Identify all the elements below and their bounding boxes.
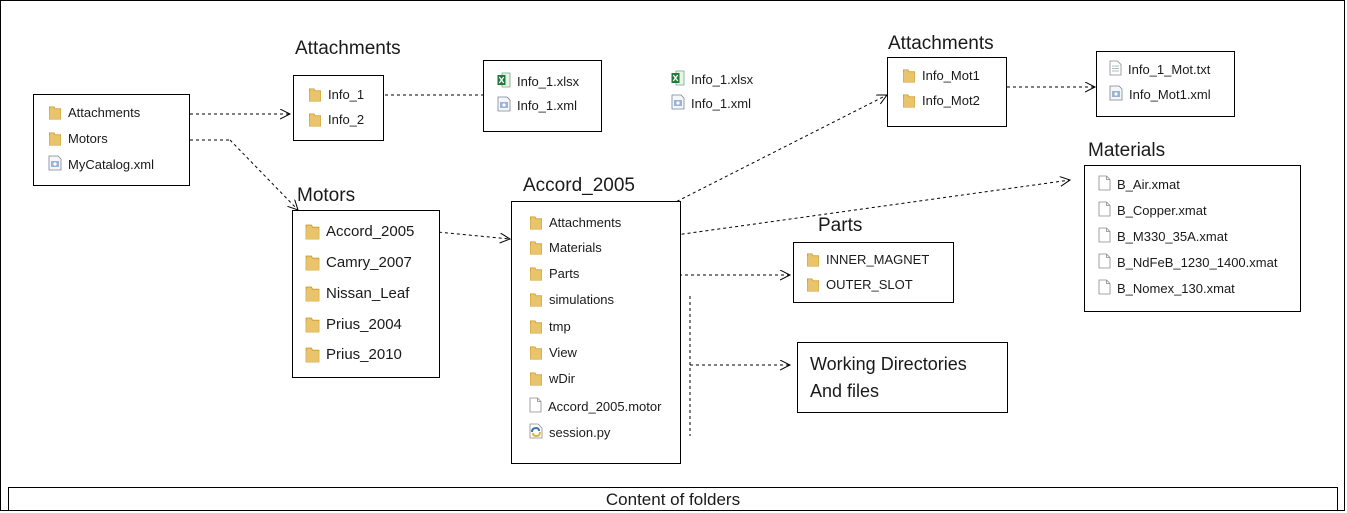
working-dirs-label: Working Directories And files — [810, 354, 967, 401]
folder-icon — [529, 292, 543, 307]
motor-item-camry[interactable]: Camry_2007 — [305, 253, 412, 272]
accord-item-attachments[interactable]: Attachments — [529, 215, 621, 230]
arrow-materials — [639, 180, 1070, 241]
motor-item-prius2010[interactable]: Prius_2010 — [305, 345, 402, 364]
folder-icon — [308, 112, 322, 127]
motor-item-accord[interactable]: Accord_2005 — [305, 222, 414, 241]
folder-icon — [902, 93, 916, 108]
material-item-m330[interactable]: B_M330_35A.xmat — [1098, 227, 1228, 246]
accord-title: Accord_2005 — [523, 175, 635, 196]
working-dirs-box: Working Directories And files — [797, 342, 1008, 413]
blank-file-icon — [529, 397, 542, 416]
python-file-icon — [529, 423, 543, 442]
accord-item-materials[interactable]: Materials — [529, 240, 602, 255]
attachments-motor-item-mot1[interactable]: Info_Mot1 — [902, 68, 980, 83]
motors-title: Motors — [297, 185, 356, 206]
arrow-accord-folder — [426, 230, 510, 239]
folder-icon — [305, 345, 320, 364]
attachments-title: Attachments — [295, 38, 401, 59]
blank-file-icon — [1098, 227, 1111, 246]
folder-icon — [305, 222, 320, 241]
text-file-icon — [1109, 60, 1122, 79]
folder-icon — [529, 371, 543, 386]
parts-item-inner-magnet[interactable]: INNER_MAGNET — [806, 252, 929, 267]
xml-file-icon — [497, 96, 511, 115]
folder-icon — [529, 319, 543, 334]
info1-file-xml[interactable]: Info_1.xml — [497, 96, 577, 115]
accord-item-wdir[interactable]: wDir — [529, 371, 575, 386]
folder-icon — [308, 87, 322, 102]
blank-file-icon — [1098, 175, 1111, 194]
root-item-attachments[interactable]: Attachments — [48, 105, 140, 120]
root-folder-box: Attachments Motors MyCatalog.xml — [33, 94, 190, 186]
attachments-item-info1[interactable]: Info_1 — [308, 87, 364, 102]
folder-icon — [48, 131, 62, 146]
folder-icon — [529, 215, 543, 230]
xml-file-icon — [1109, 85, 1123, 104]
folder-icon — [529, 266, 543, 281]
attachments-motor-box: Info_Mot1 Info_Mot2 — [887, 57, 1007, 127]
accord-item-tmp[interactable]: tmp — [529, 319, 571, 334]
accord-item-simulations[interactable]: simulations — [529, 292, 614, 307]
folder-icon — [48, 105, 62, 120]
excel-file-icon — [671, 70, 685, 89]
blank-file-icon — [1098, 201, 1111, 220]
folder-icon — [529, 240, 543, 255]
material-item-copper[interactable]: B_Copper.xmat — [1098, 201, 1207, 220]
accord-folder-box: Attachments Materials Parts simulations … — [511, 201, 681, 464]
root-item-motors[interactable]: Motors — [48, 131, 108, 146]
folder-icon — [305, 284, 320, 303]
folder-icon — [806, 277, 820, 292]
infomot-file-txt[interactable]: Info_1_Mot.txt — [1109, 60, 1210, 79]
info2-file-xlsx[interactable]: Info_1.xlsx — [671, 70, 753, 89]
attachments-item-info2[interactable]: Info_2 — [308, 112, 364, 127]
folder-icon — [806, 252, 820, 267]
motor-item-nissan[interactable]: Nissan_Leaf — [305, 284, 409, 303]
motors-folder-box: Accord_2005 Camry_2007 Nissan_Leaf Prius… — [292, 210, 440, 378]
xml-file-icon — [48, 155, 62, 174]
accord-item-motor-file[interactable]: Accord_2005.motor — [529, 397, 661, 416]
folder-icon — [305, 315, 320, 334]
materials-title: Materials — [1088, 140, 1166, 161]
diagram-caption: Content of folders — [8, 487, 1338, 511]
info1-file-xlsx[interactable]: Info_1.xlsx — [497, 72, 579, 91]
blank-file-icon — [1098, 253, 1111, 272]
material-item-ndfeb[interactable]: B_NdFeB_1230_1400.xmat — [1098, 253, 1277, 272]
root-item-mycatalog[interactable]: MyCatalog.xml — [48, 155, 154, 174]
arrow-attachments-motor — [649, 95, 887, 216]
attachments-motor-title: Attachments — [888, 33, 994, 54]
folder-icon — [902, 68, 916, 83]
folder-icon — [529, 345, 543, 360]
info2-file-xml[interactable]: Info_1.xml — [671, 94, 751, 113]
accord-item-view[interactable]: View — [529, 345, 577, 360]
excel-file-icon — [497, 72, 511, 91]
infomot-file-xml[interactable]: Info_Mot1.xml — [1109, 85, 1211, 104]
material-item-air[interactable]: B_Air.xmat — [1098, 175, 1180, 194]
accord-item-parts[interactable]: Parts — [529, 266, 579, 281]
arrow-motors-to-motorlist-diag — [229, 139, 298, 210]
xml-file-icon — [671, 94, 685, 113]
parts-item-outer-slot[interactable]: OUTER_SLOT — [806, 277, 913, 292]
attachments-motor-item-mot2[interactable]: Info_Mot2 — [902, 93, 980, 108]
material-item-nomex[interactable]: B_Nomex_130.xmat — [1098, 279, 1235, 298]
info1-files-box: Info_1.xlsx Info_1.xml — [483, 60, 602, 132]
infomot-files-box: Info_1_Mot.txt Info_Mot1.xml — [1096, 51, 1235, 117]
parts-title: Parts — [818, 215, 863, 236]
materials-folder-box: B_Air.xmat B_Copper.xmat B_M330_35A.xmat… — [1084, 165, 1301, 312]
blank-file-icon — [1098, 279, 1111, 298]
parts-folder-box: INNER_MAGNET OUTER_SLOT — [793, 242, 954, 303]
accord-item-session-py[interactable]: session.py — [529, 423, 610, 442]
motor-item-prius2004[interactable]: Prius_2004 — [305, 315, 402, 334]
attachments-folder-box: Info_1 Info_2 — [293, 75, 384, 141]
folder-icon — [305, 253, 320, 272]
